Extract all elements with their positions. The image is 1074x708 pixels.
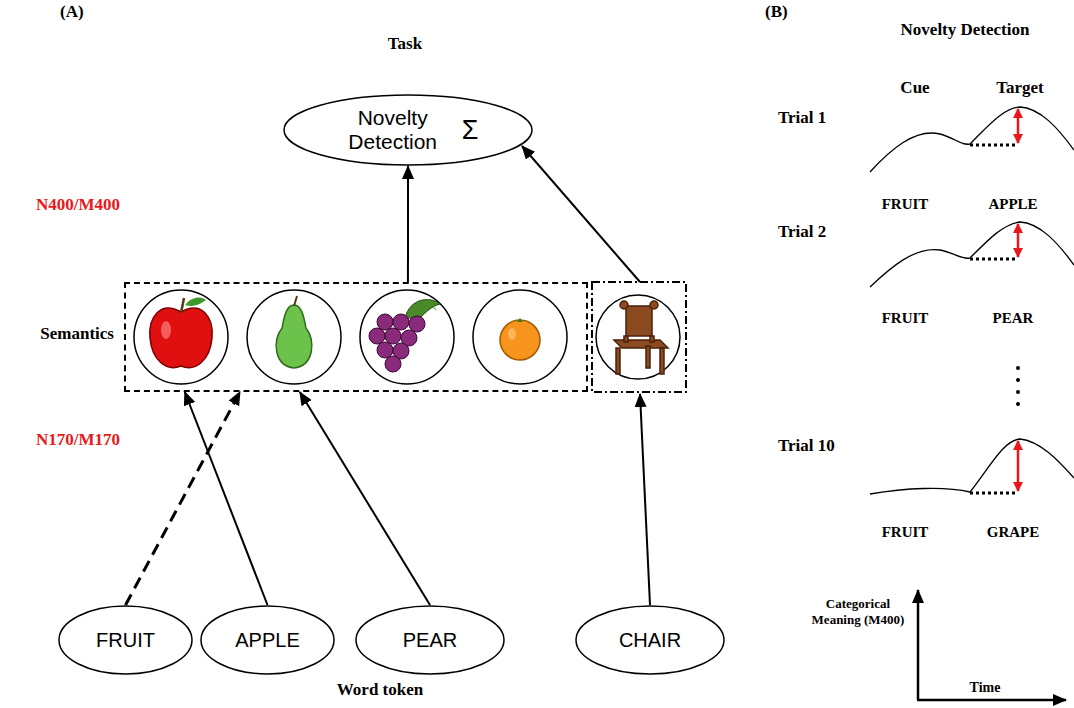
chair-group-box [592,282,686,392]
word-token-ellipse: FRUIT [58,605,193,675]
word-token-ellipse: APPLE [200,605,335,675]
cue-word: FRUIT [882,196,929,213]
layer-heading: Task [388,34,422,54]
dashed-arrow [126,392,241,605]
cue-word: FRUIT [882,310,929,327]
node-content: APPLE [200,605,335,675]
chair-task-arrow [522,146,640,282]
node-label: Novelty Detection [338,106,448,154]
orange-icon [500,318,540,360]
word-token-ellipse: PEAR [355,605,505,675]
pear-icon [276,296,312,368]
node-content: CHAIR [575,605,725,675]
arrow [185,392,268,605]
axis-label: Time [970,680,1001,696]
target-word: APPLE [988,196,1037,213]
node-content: Novelty Detection Σ [283,94,533,166]
semantic-circles [134,290,680,384]
arrow [300,392,430,605]
target-word: PEAR [993,310,1034,327]
axis-label: Categorical Meaning (M400) [810,596,906,627]
node-label: PEAR [403,629,457,652]
word-token-ellipse: CHAIR [575,605,725,675]
chair-icon [614,301,668,374]
node-symbol: Σ [462,115,479,146]
axes [917,590,1066,700]
panel-letter: (A) [60,2,84,22]
apple-icon [150,297,212,367]
layer-heading: Word token [337,680,423,700]
column-heading: Target [996,78,1044,98]
ellipsis-dots [1016,366,1020,406]
arrow [407,166,409,282]
component-label: N400/M400 [36,195,120,215]
node-content: FRUIT [58,605,193,675]
column-heading: Cue [900,78,929,98]
node-label: FRUIT [96,629,155,652]
component-label: N170/M170 [36,430,120,450]
grapes-icon [369,300,440,372]
trial-label: Trial 1 [778,108,826,128]
target-word: GRAPE [987,524,1040,541]
task-ellipse: Novelty Detection Σ [283,94,533,166]
node-content: PEAR [355,605,505,675]
panel-title: Novelty Detection [901,20,1030,40]
m400-curves [870,107,1074,494]
cue-word: FRUIT [882,524,929,541]
group-heading: Semantics [40,324,114,344]
node-label: CHAIR [619,629,681,652]
panel-letter: (B) [765,2,788,22]
chair-word-arrow [640,394,650,605]
node-label: APPLE [235,629,299,652]
amplitude-arrows [1017,109,1020,491]
trial-label: Trial 10 [778,436,835,456]
semantics-group: Semantics [124,282,588,392]
trial-label: Trial 2 [778,222,826,242]
